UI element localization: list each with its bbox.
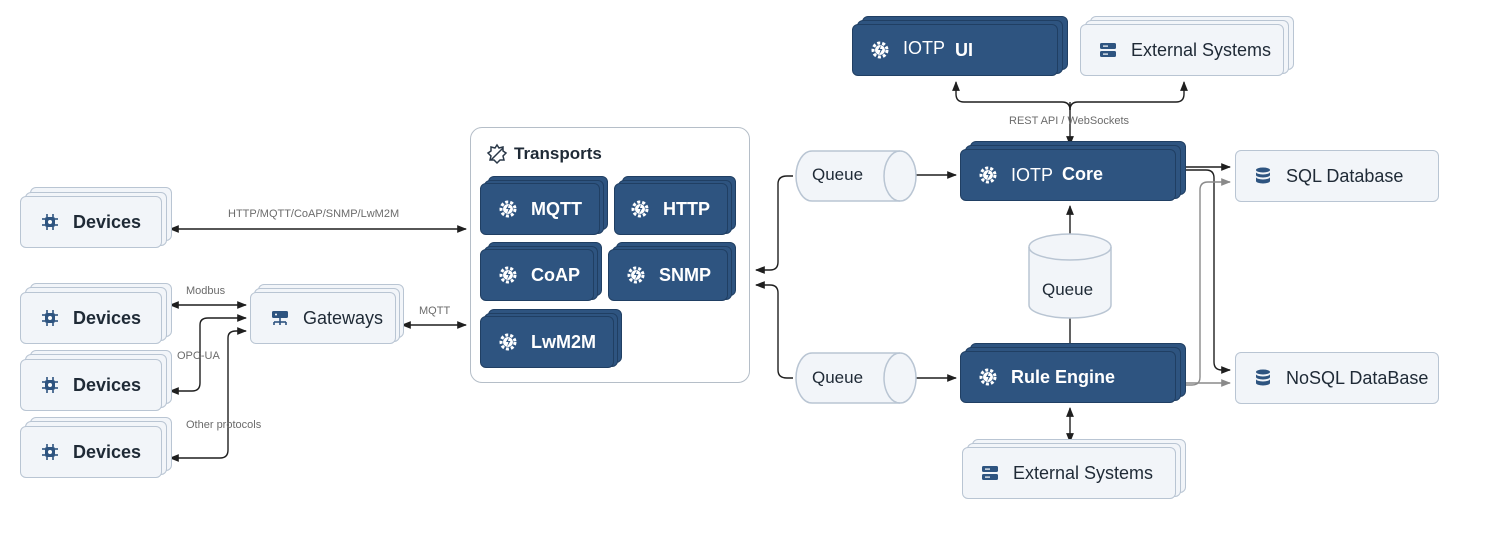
database-icon [1252, 367, 1274, 389]
iotp-core-product: IOTP [1011, 164, 1054, 185]
queue-label: Queue [812, 368, 864, 387]
sql-database-label: SQL Database [1286, 165, 1404, 186]
chip-icon [39, 307, 61, 329]
edge-transports-queue-bottom [755, 281, 793, 379]
queue-label: Queue [812, 165, 864, 184]
transport-label: LwM2M [531, 331, 596, 352]
edge-rest-ext [1069, 81, 1188, 111]
transport-label: MQTT [531, 198, 582, 219]
gear-icon [497, 198, 519, 220]
edge-other [169, 327, 247, 462]
transport-label: HTTP [663, 198, 710, 219]
gear-icon [629, 198, 651, 220]
transports-title: Transports [514, 144, 602, 163]
iotp-core-suffix: Core [1062, 163, 1104, 184]
queue-bottom[interactable]: Queue [794, 352, 918, 404]
edge-label-other: Other protocols [186, 419, 262, 431]
external-systems-label: External Systems [1131, 39, 1272, 60]
devices-node[interactable]: Devices [20, 196, 162, 248]
transport-chip-icon [486, 143, 508, 165]
edge-label-modbus: Modbus [186, 285, 226, 297]
devices-node[interactable]: Devices [20, 426, 162, 478]
edge-rest-ui [952, 81, 1071, 111]
devices-node[interactable]: Devices [20, 292, 162, 344]
external-systems-label: External Systems [1013, 462, 1154, 483]
iotp-ui-node[interactable]: IOTP UI [852, 24, 1058, 76]
queue-top[interactable]: Queue [794, 150, 918, 202]
nosql-database-node[interactable]: NoSQL DataBase [1235, 352, 1439, 404]
queue-label: Queue [1042, 280, 1094, 299]
transport-label: CoAP [531, 264, 580, 285]
edge-label-opcua: OPC-UA [177, 350, 220, 362]
chip-icon [39, 441, 61, 463]
gear-icon [977, 164, 999, 186]
external-systems-bottom-node[interactable]: External Systems [962, 447, 1176, 499]
iotp-core-node[interactable]: IOTP Core [960, 149, 1176, 201]
gear-icon [625, 264, 647, 286]
rule-engine-label: Rule Engine [1011, 366, 1116, 387]
edge-core-nosql [1182, 169, 1231, 374]
chip-icon [39, 211, 61, 233]
gateways-label: Gateways [303, 307, 384, 328]
gear-icon [869, 39, 891, 61]
edge-transports-queue-top [755, 175, 793, 274]
iotp-ui-product: IOTP [903, 37, 946, 58]
devices-label: Devices [73, 211, 142, 232]
gear-icon [977, 366, 999, 388]
nosql-database-label: NoSQL DataBase [1286, 367, 1429, 388]
queue-middle[interactable]: Queue [1028, 233, 1112, 319]
edge-label-direct: HTTP/MQTT/CoAP/SNMP/LwM2M [228, 208, 400, 220]
database-icon [1252, 165, 1274, 187]
devices-node[interactable]: Devices [20, 359, 162, 411]
server-icon [979, 462, 1001, 484]
transports-header: Transports [486, 143, 602, 165]
server-icon [1097, 39, 1119, 61]
devices-label: Devices [73, 307, 142, 328]
gear-icon [497, 264, 519, 286]
transport-label: SNMP [659, 264, 712, 285]
rule-engine-node[interactable]: Rule Engine [960, 351, 1176, 403]
edge-label-mqtt: MQTT [419, 305, 451, 317]
chip-icon [39, 374, 61, 396]
external-systems-top-node[interactable]: External Systems [1080, 24, 1284, 76]
gateway-icon [269, 307, 291, 329]
gateways-node[interactable]: Gateways [250, 292, 396, 344]
edge-rule-sql [1182, 178, 1231, 386]
gear-icon [497, 331, 519, 353]
iotp-ui-suffix: UI [955, 39, 974, 60]
sql-database-node[interactable]: SQL Database [1235, 150, 1439, 202]
devices-label: Devices [73, 374, 142, 395]
devices-label: Devices [73, 441, 142, 462]
edge-label-rest: REST API / WebSockets [1009, 115, 1130, 127]
